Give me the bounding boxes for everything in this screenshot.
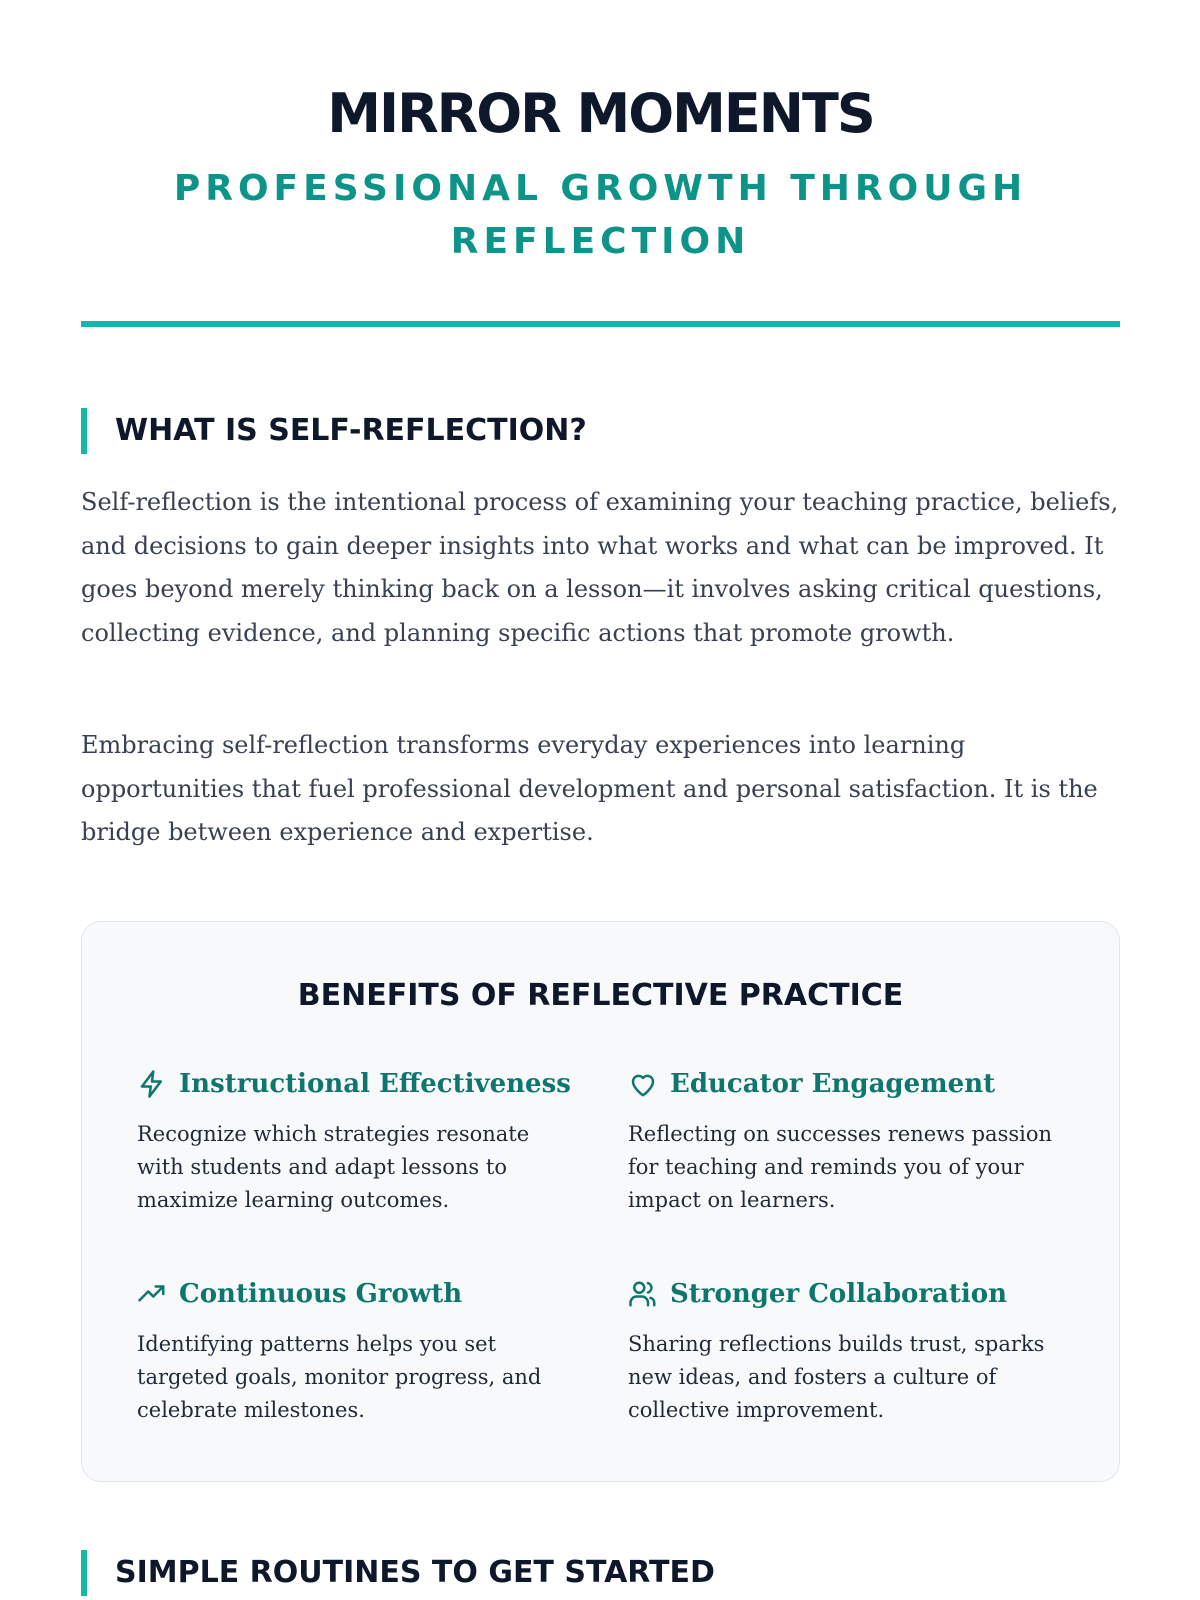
section-heading-self-reflection: WHAT IS SELF-REFLECTION? (81, 408, 587, 454)
users-icon (629, 1281, 656, 1307)
page-subtitle: PROFESSIONAL GROWTH THROUGH REFLECTION (173, 168, 1028, 262)
benefit-title: Stronger Collaboration (670, 1279, 1008, 1309)
benefits-panel: BENEFITS OF REFLECTIVE PRACTICE Instruct… (81, 921, 1120, 1482)
benefit-card: Educator Engagement Reflecting on succes… (628, 1064, 1068, 1217)
benefit-description: Reflecting on successes renews passion f… (628, 1122, 1053, 1212)
benefit-title: Educator Engagement (670, 1069, 996, 1099)
intro-paragraph-1: Self-reflection is the intentional proce… (81, 488, 1119, 647)
header-divider (81, 321, 1120, 327)
benefit-description: Recognize which strategies resonate with… (137, 1122, 530, 1212)
section-heading-routines: SIMPLE ROUTINES TO GET STARTED (81, 1550, 715, 1596)
lightning-icon (140, 1070, 162, 1098)
intro-paragraph-2: Embracing self-reflection transforms eve… (81, 731, 1098, 846)
trending-up-icon (138, 1285, 165, 1302)
benefit-title: Instructional Effectiveness (179, 1069, 571, 1099)
benefit-description: Sharing reflections builds trust, sparks… (628, 1332, 1045, 1422)
benefit-description: Identifying patterns helps you set targe… (137, 1332, 542, 1422)
benefit-title: Continuous Growth (179, 1279, 463, 1309)
benefit-card: Continuous Growth Identifying patterns h… (137, 1274, 577, 1427)
benefit-card: Stronger Collaboration Sharing reflectio… (628, 1274, 1068, 1427)
page-title: MIRROR MOMENTS (327, 82, 875, 145)
benefits-title: BENEFITS OF REFLECTIVE PRACTICE (297, 978, 904, 1013)
heart-icon (631, 1074, 655, 1097)
benefit-card: Instructional Effectiveness Recognize wh… (137, 1064, 577, 1217)
